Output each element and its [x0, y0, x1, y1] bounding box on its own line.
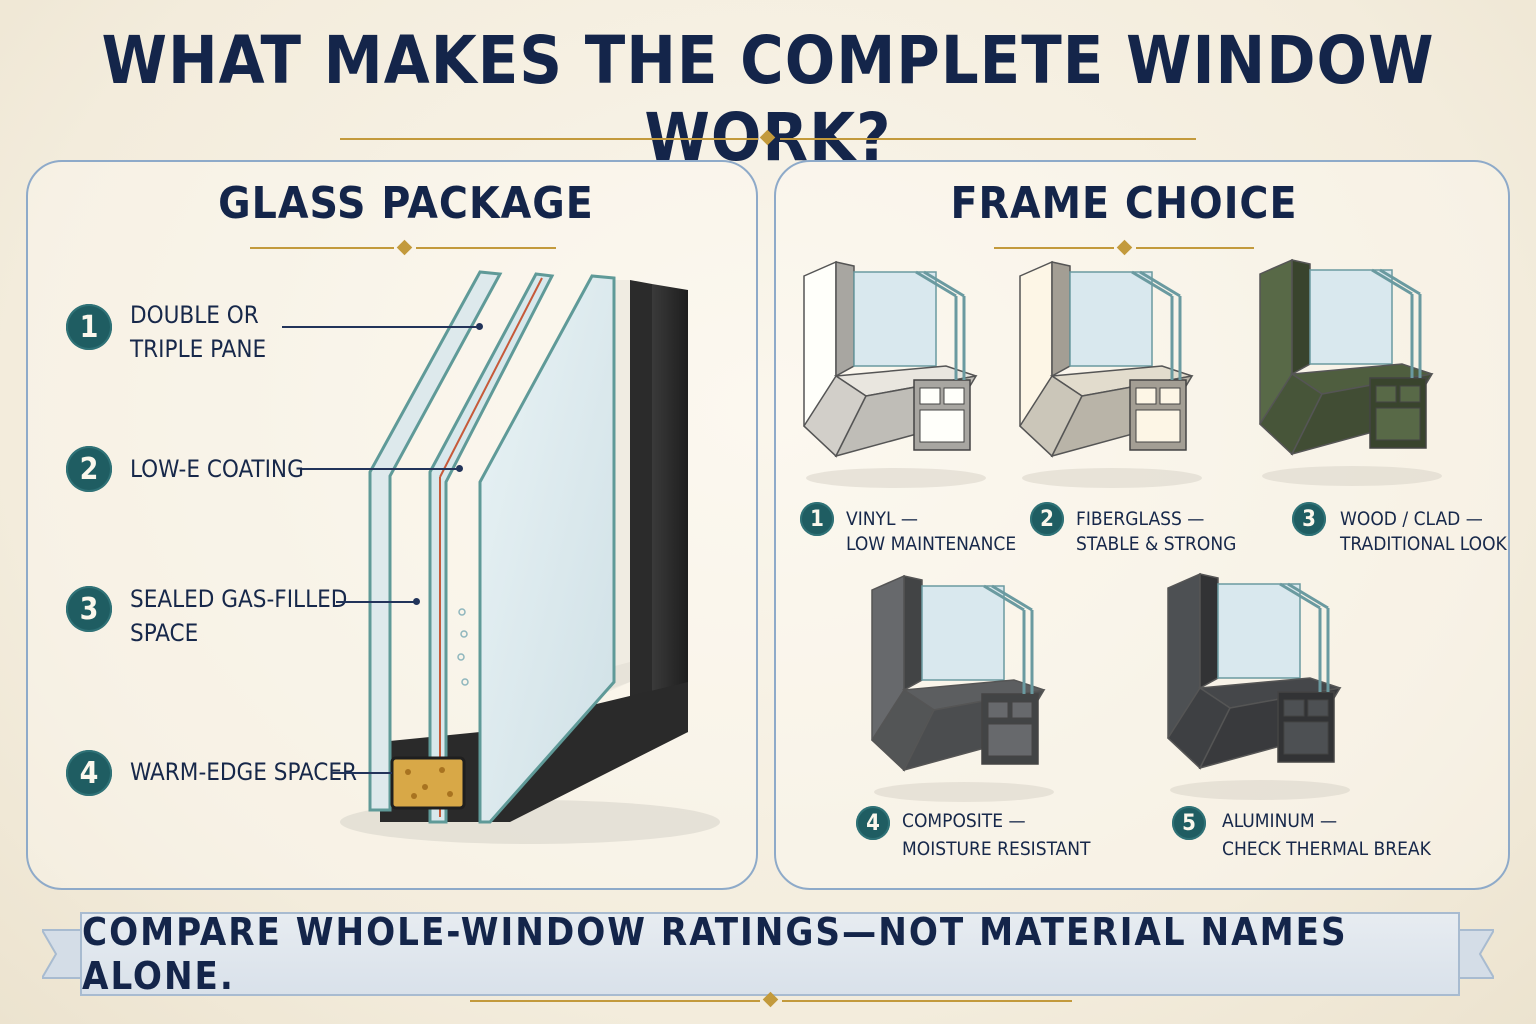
- frame-2-line1: FIBERGLASS —: [1076, 508, 1205, 530]
- glass-callout-2-leader: [302, 468, 458, 470]
- frame-1-number: 1: [800, 502, 834, 536]
- glass-callout-1-line2: TRIPLE PANE: [130, 335, 267, 363]
- banner-ribbon-left: [42, 929, 83, 979]
- frame-2-line2: STABLE & STRONG: [1076, 533, 1237, 555]
- glass-callout-1-number: 1: [66, 304, 112, 350]
- frame-2-illustration: [1019, 260, 1202, 488]
- glass-callout-4-number: 4: [66, 750, 112, 796]
- glass-callout-3-dot: [413, 598, 420, 605]
- glass-heading-rule-left: [250, 247, 394, 249]
- frame-3-number: 3: [1292, 502, 1326, 536]
- bottom-banner: COMPARE WHOLE-WINDOW RATINGS—NOT MATERIA…: [80, 910, 1460, 998]
- glass-callout-4-leader: [332, 772, 392, 774]
- frame-heading-rule-left: [994, 247, 1114, 249]
- glass-callout-3-line1: SEALED GAS-FILLED: [130, 585, 348, 613]
- frame-1-illustration: [803, 260, 986, 488]
- page-title: WHAT MAKES THE COMPLETE WINDOW WORK?: [101, 22, 1435, 176]
- frame-4-number: 4: [856, 806, 890, 840]
- frame-5-line1: ALUMINUM —: [1222, 810, 1338, 832]
- frame-1-line2: LOW MAINTENANCE: [846, 533, 1017, 555]
- glass-callout-1-leader: [282, 326, 478, 328]
- glass-callout-2-line1: LOW-E COATING: [130, 455, 304, 483]
- glass-callout-3-leader: [336, 601, 416, 603]
- glass-callout-2-number: 2: [66, 446, 112, 492]
- frame-heading-rule-right: [1136, 247, 1254, 249]
- glass-callout-2-dot: [456, 465, 463, 472]
- banner-text: COMPARE WHOLE-WINDOW RATINGS—NOT MATERIA…: [82, 910, 1348, 998]
- frame-3-line1: WOOD / CLAD —: [1340, 508, 1483, 530]
- frame-3-line2: TRADITIONAL LOOK: [1340, 533, 1507, 555]
- frame-2-number: 2: [1030, 502, 1064, 536]
- frame-4-illustration: [871, 574, 1054, 802]
- glass-callout-3-number: 3: [66, 586, 112, 632]
- title-rule-left: [340, 138, 758, 140]
- glass-heading-rule-right: [416, 247, 556, 249]
- glass-callout-1-line1: DOUBLE OR: [130, 301, 259, 329]
- glass-callout-3-line2: SPACE: [130, 619, 199, 647]
- glass-callout-1-dot: [476, 323, 483, 330]
- frame-choice-heading: FRAME CHOICE: [950, 178, 1298, 229]
- frame-3-illustration: [1259, 258, 1442, 486]
- frame-5-illustration: [1167, 572, 1350, 800]
- glass-callout-4-line1: WARM-EDGE SPACER: [130, 758, 357, 786]
- bottom-rule-left: [470, 1000, 760, 1002]
- frame-5-line2: CHECK THERMAL BREAK: [1222, 838, 1431, 860]
- glass-package-heading: GLASS PACKAGE: [218, 178, 594, 229]
- frame-4-line1: COMPOSITE —: [902, 810, 1026, 832]
- bottom-rule-right: [782, 1000, 1072, 1002]
- glass-package-illustration: [340, 270, 720, 844]
- frame-4-line2: MOISTURE RESISTANT: [902, 838, 1091, 860]
- title-rule-right: [780, 138, 1196, 140]
- frame-5-number: 5: [1172, 806, 1206, 840]
- frame-1-line1: VINYL —: [846, 508, 918, 530]
